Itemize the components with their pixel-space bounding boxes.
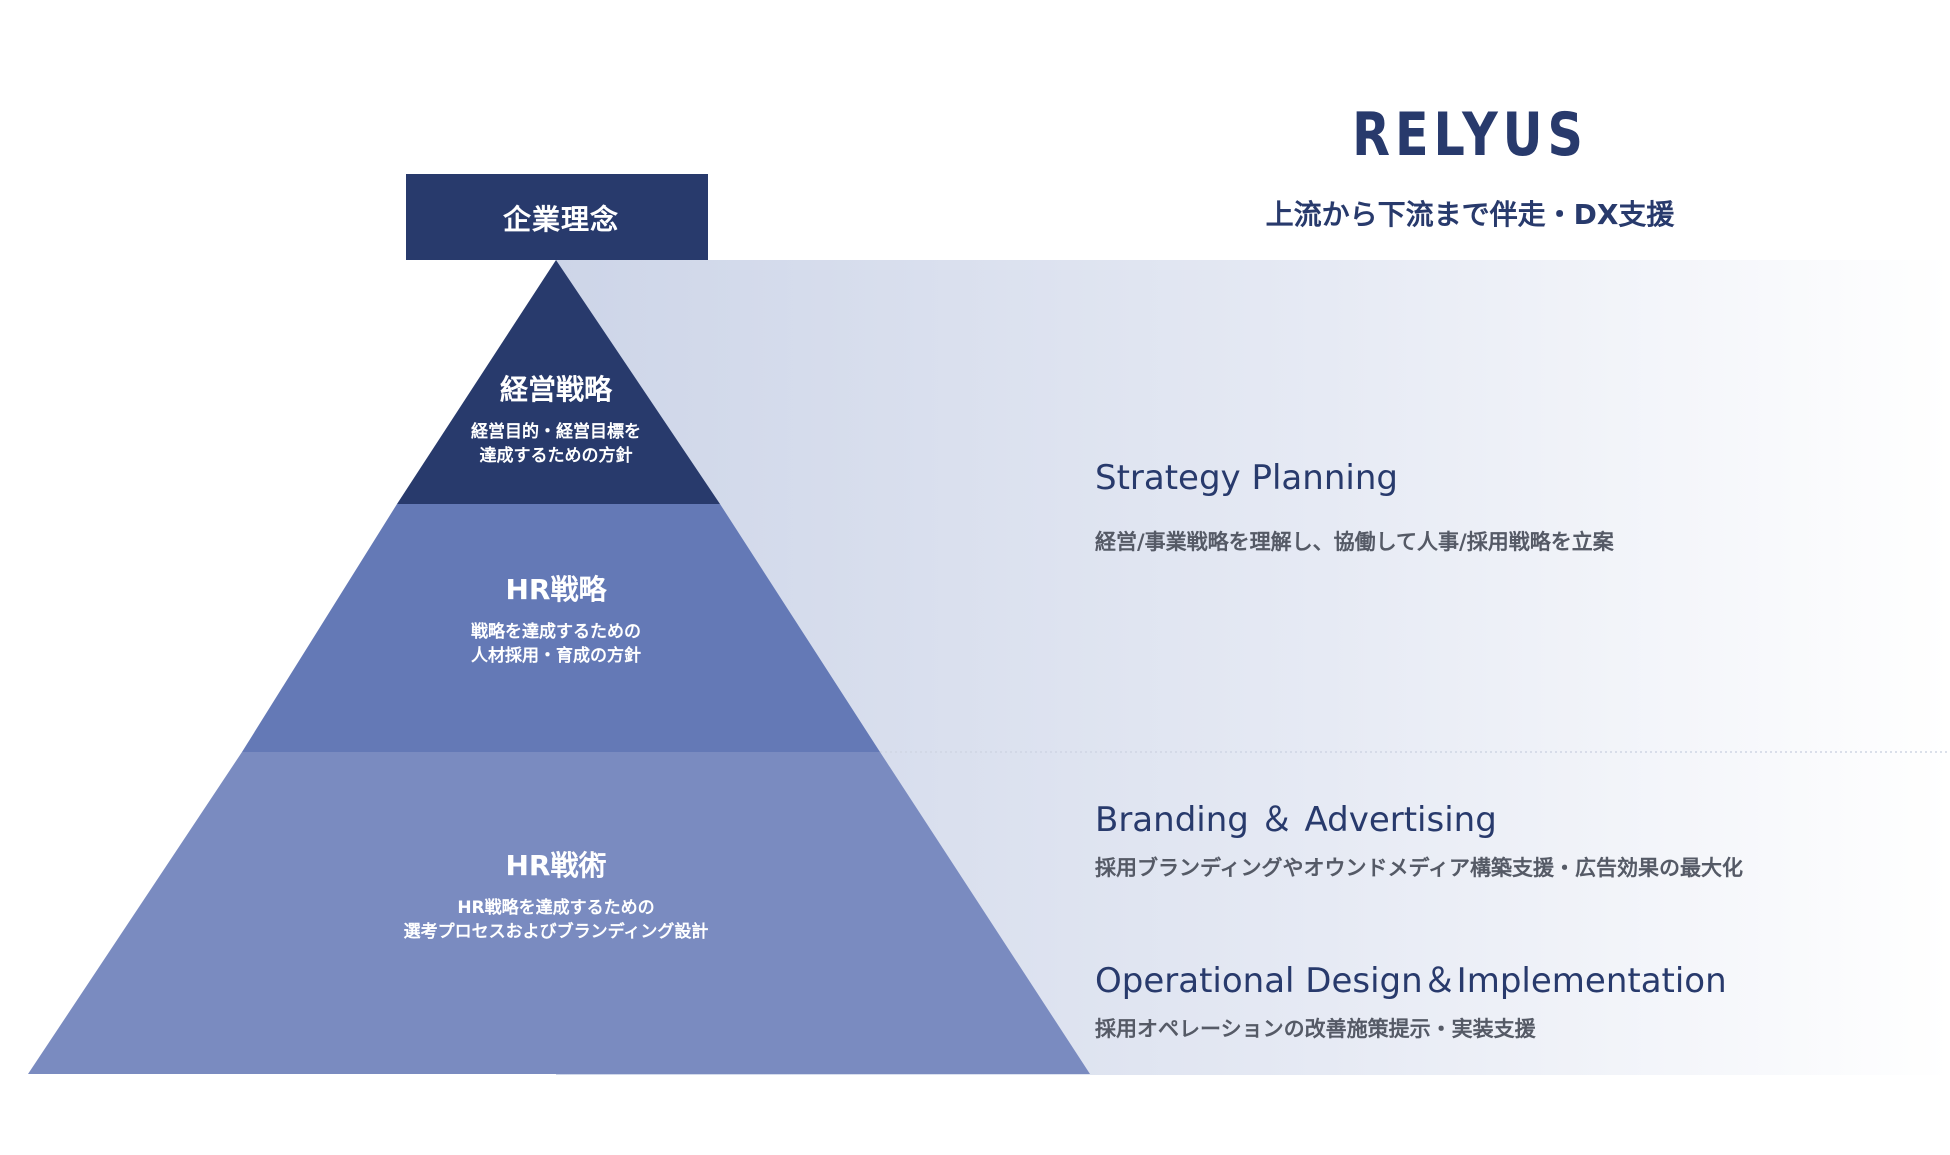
tier-middle-title: HR戦略: [505, 573, 607, 606]
tier-bottom-title: HR戦術: [505, 849, 607, 882]
pyramid-tier-bottom: [28, 752, 1090, 1074]
brand-logo: RELYUS: [1352, 100, 1588, 170]
pyramid-tier-top: [397, 260, 720, 504]
service-strategy-title: Strategy Planning: [1095, 458, 1398, 498]
tier-top-desc-line1: 経営目的・経営目標を: [471, 422, 641, 442]
tier-middle-desc-line2: 人材採用・育成の方針: [471, 646, 641, 666]
tier-top-label: 経営戦略 経営目的・経営目標を 達成するための方針: [406, 368, 706, 468]
service-operational-desc: 採用オペレーションの改善施策提示・実装支援: [1095, 1017, 1536, 1041]
tier-bottom-label: HR戦術 HR戦略を達成するための 選考プロセスおよびブランディング設計: [306, 844, 806, 944]
tier-middle-desc-line1: 戦略を達成するための: [471, 622, 641, 642]
tier-top-desc-line2: 達成するための方針: [479, 446, 633, 466]
top-box-label: 企業理念: [502, 203, 619, 236]
service-branding-title: Branding ＆ Advertising: [1095, 800, 1497, 840]
top-box: [406, 174, 708, 260]
pyramid-tier-middle: [242, 504, 880, 752]
tier-top-title: 経営戦略: [499, 373, 612, 406]
tier-middle-label: HR戦略 戦略を達成するための 人材採用・育成の方針: [356, 568, 756, 668]
tier-bottom-desc-line1: HR戦略を達成するための: [457, 898, 655, 918]
service-operational-title: Operational Design＆Implementation: [1095, 961, 1727, 1001]
brand-tagline: 上流から下流まで伴走・DX支援: [1265, 198, 1675, 231]
service-strategy-desc: 経営/事業戦略を理解し、協働して人事/採用戦略を立案: [1095, 530, 1614, 554]
service-branding-desc: 採用ブランディングやオウンドメディア構築支援・広告効果の最大化: [1095, 856, 1744, 880]
tier-bottom-desc-line2: 選考プロセスおよびブランディング設計: [403, 922, 709, 942]
